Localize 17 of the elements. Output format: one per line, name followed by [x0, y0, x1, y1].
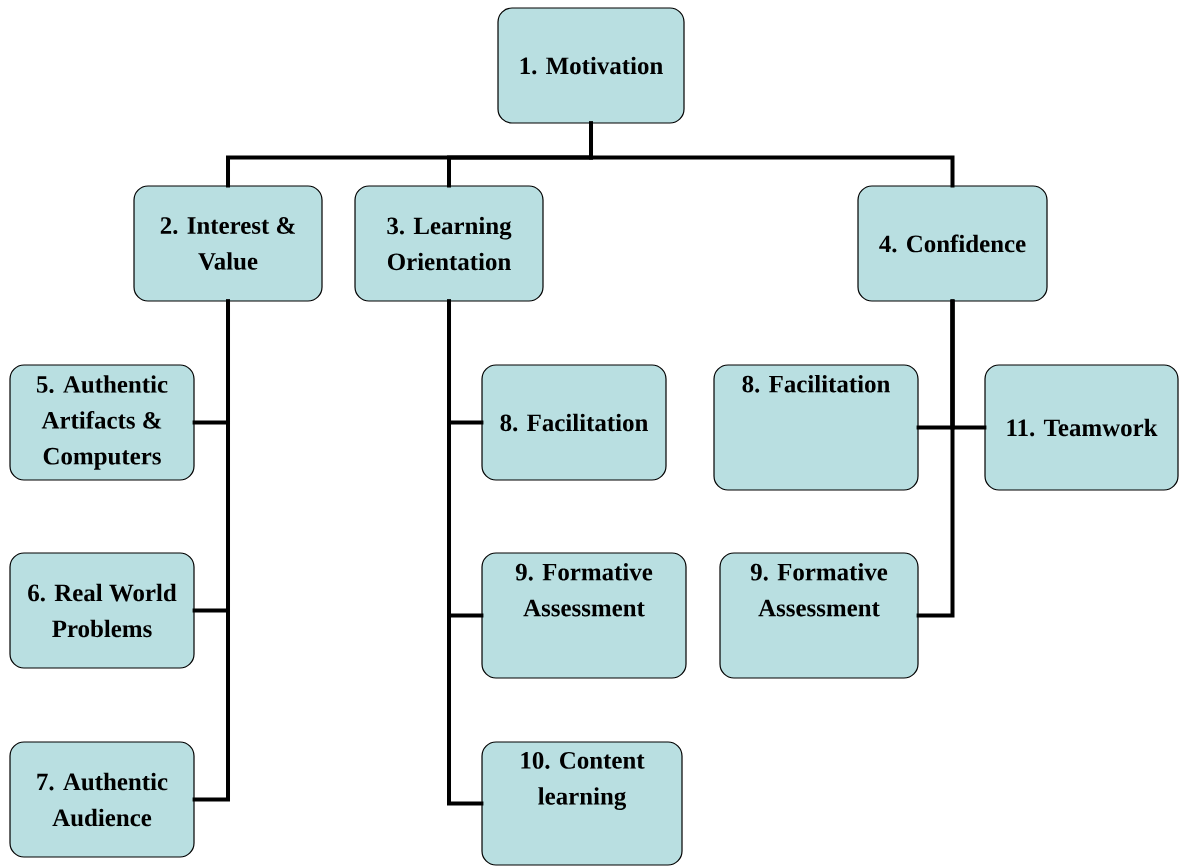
box: 9. Formative Assessment [481, 552, 687, 679]
box: 11. Teamwork [984, 364, 1179, 491]
box: 1. Motivation [497, 7, 685, 124]
connector-line [192, 299, 230, 802]
box: 6. Real World Problems [9, 552, 195, 669]
box: 10. Content learning [481, 741, 683, 866]
box: 9. Formative Assessment [719, 552, 919, 679]
box: 3. Learning Orientation [354, 185, 544, 302]
box: 5. Authentic Artifacts & Computers [9, 364, 195, 481]
connector-line [916, 299, 955, 618]
box: 8. Facilitation [713, 364, 919, 491]
box: 4. Confidence [857, 185, 1048, 302]
connector-line [589, 121, 955, 188]
connector-line [447, 299, 484, 806]
box: 7. Authentic Audience [9, 741, 195, 858]
box: 2. Interest & Value [133, 185, 323, 302]
box: 8. Facilitation [481, 364, 667, 481]
